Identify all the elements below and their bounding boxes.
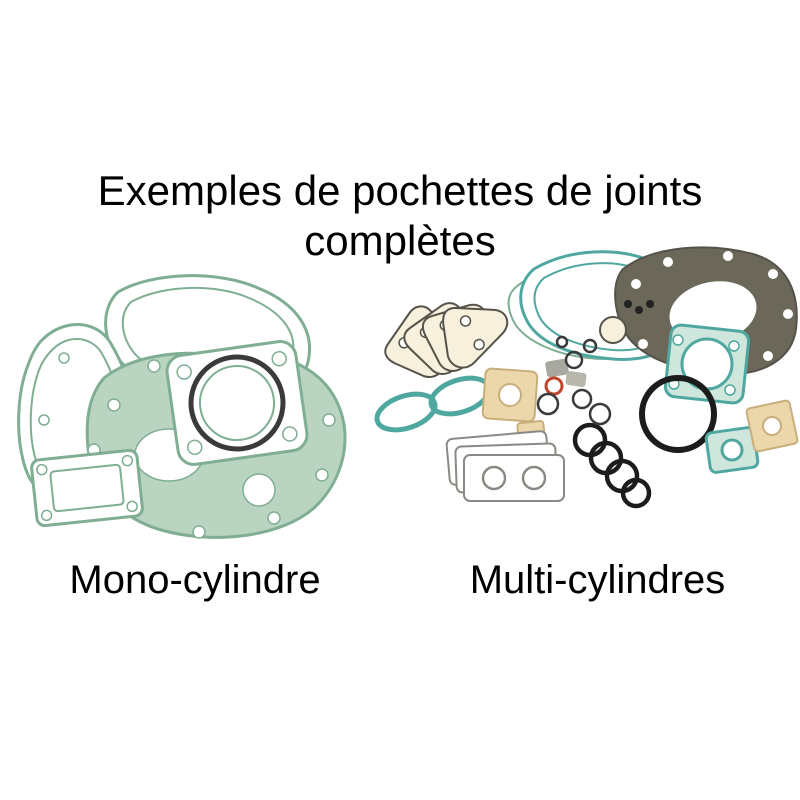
rectangular-cover-gasket bbox=[30, 448, 144, 528]
caption-mono-cylinder: Mono-cylindre bbox=[69, 558, 321, 602]
title-line2: complètes bbox=[304, 216, 496, 264]
teal-oval-gaskets bbox=[374, 375, 492, 433]
beige-square-gasket bbox=[745, 399, 799, 453]
small-teal-gasket bbox=[704, 426, 760, 474]
stacked-base-gaskets bbox=[445, 430, 565, 502]
cylinder-head-gasket bbox=[165, 340, 309, 466]
large-o-ring bbox=[639, 375, 717, 453]
mono-cylinder-gasket-kit-image bbox=[17, 274, 347, 539]
multi-cylinder-gasket-kit-image bbox=[371, 246, 799, 509]
small-parts bbox=[599, 300, 654, 344]
small-grey-gaskets bbox=[545, 358, 587, 387]
title-line1: Exemples de pochettes de joints bbox=[97, 167, 703, 215]
paper-gasket-beige bbox=[481, 367, 546, 443]
caption-multi-cylinder: Multi-cylindres bbox=[469, 558, 726, 602]
page-title: Exemples de pochettes de joints complète… bbox=[0, 166, 800, 265]
o-rings bbox=[536, 335, 652, 509]
